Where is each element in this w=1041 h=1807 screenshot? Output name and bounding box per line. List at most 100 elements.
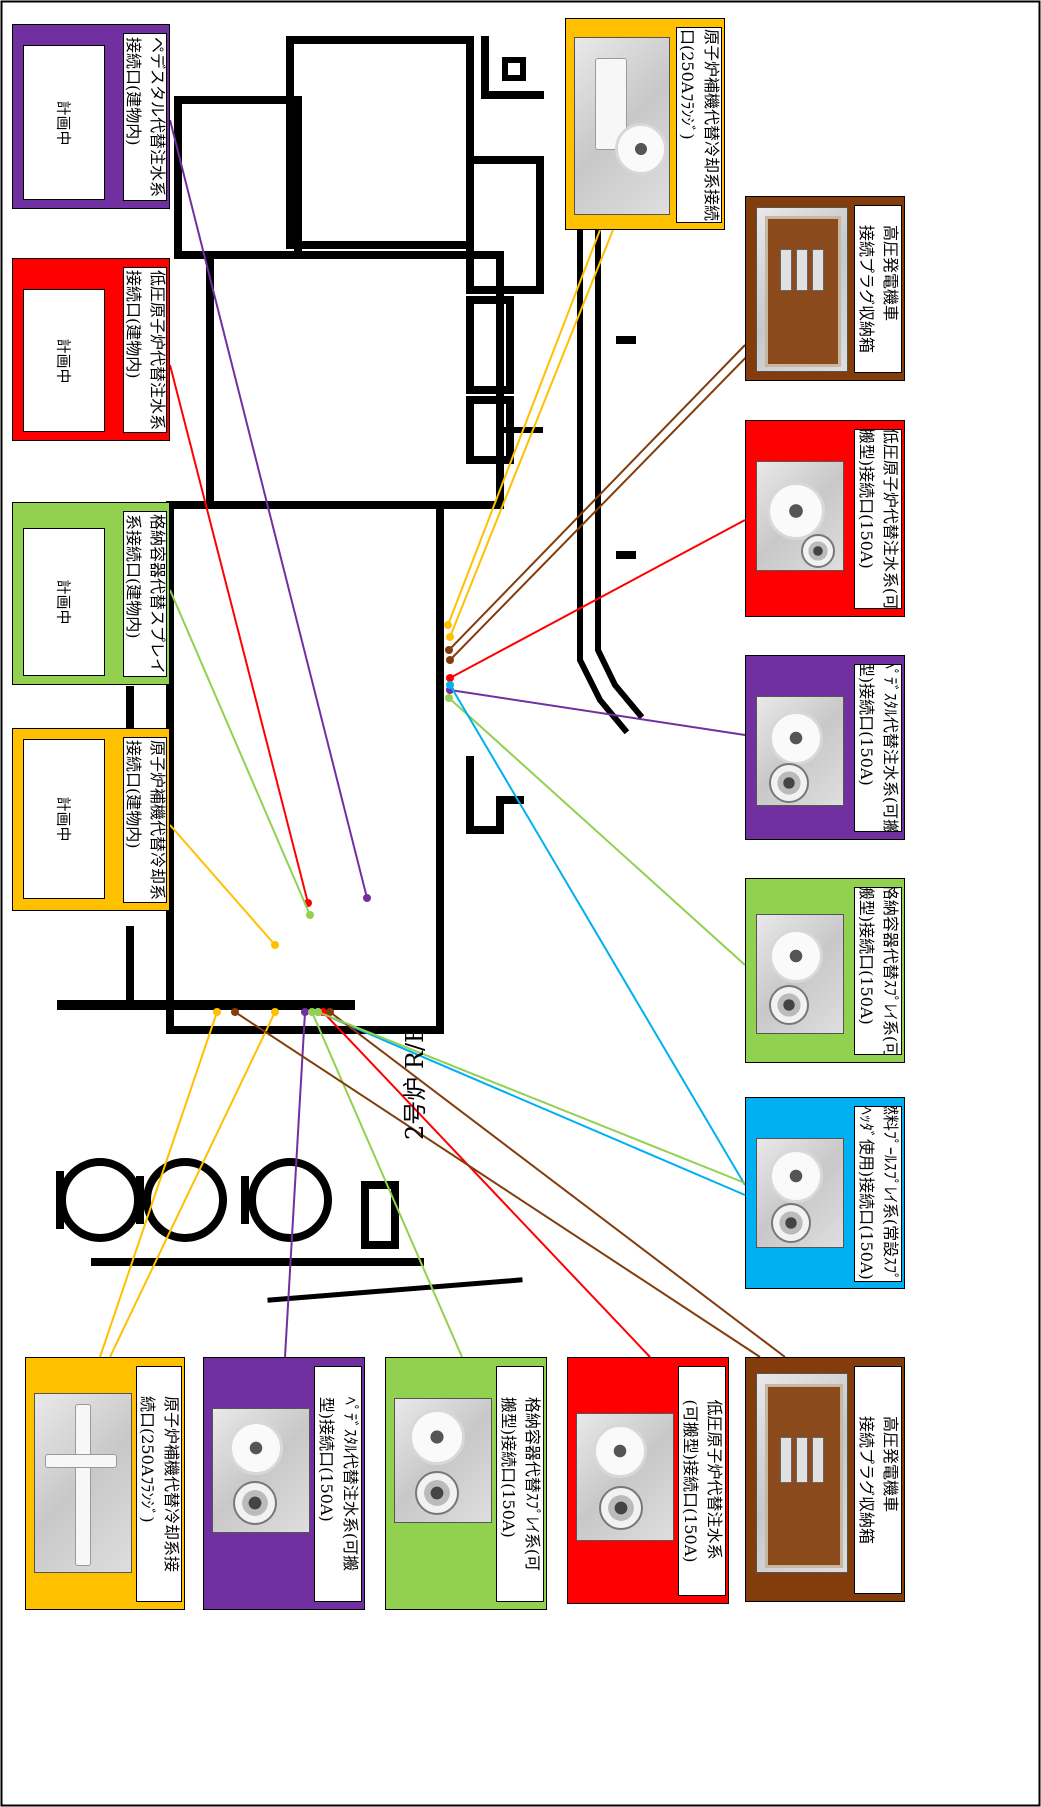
card-label-text: 燃料ﾌﾟｰﾙｽﾌﾟﾚｲ系(常設ｽﾌﾟﾚ ｲﾍｯﾀﾞ使用)接続口(150A) — [857, 1106, 900, 1282]
connector-line-top-hv-generator-box — [448, 344, 746, 651]
card-bottom-hv-generator-box: 高圧発電機車 接続プラグ収納箱 — [745, 1357, 905, 1602]
connection-point-left-containment-spray-planned — [306, 911, 314, 919]
card-bottom-pedestal-injection: ﾍﾟﾃﾞｽﾀﾙ代替注水系(可搬 型)接続口(150A) — [203, 1357, 365, 1610]
card-label-text: 原子炉補機代替冷却系接続 口(250Aﾌﾗﾝｼﾞ) — [678, 28, 721, 222]
connector-line-top-fuel-pool-spray — [449, 684, 746, 1186]
card-label-text: 低圧原子炉代替注水系 (可搬型)接続口(150A) — [681, 1399, 724, 1563]
connector-line-top-containment-spray — [317, 1011, 751, 1186]
card-label: 原子炉補機代替冷却系接 続口(250Aﾌﾗﾝｼﾞ) — [136, 1366, 182, 1602]
card-left-aux-cooling-planned: 計画中 原子炉補機代替冷却系 接続口(建物内) — [12, 728, 170, 911]
connection-point-top-hv-generator-box — [445, 646, 453, 654]
connection-point-bottom-containment-spray — [308, 1008, 316, 1016]
card-label-text: ペデスタル代替注水系 接続口(建物内) — [124, 36, 167, 198]
card-label: 高圧発電機車 接続プラグ収納箱 — [854, 205, 902, 373]
connector-line-top-fuel-pool-spray — [317, 1011, 746, 1196]
connector-line-top-low-pressure-injection — [449, 519, 746, 679]
connection-photo — [576, 1413, 674, 1541]
connection-photo — [34, 1393, 132, 1573]
connection-point-top-fuel-pool-spray — [446, 681, 454, 689]
plan-placeholder: 計画中 — [23, 289, 105, 432]
connection-photo — [756, 1138, 844, 1248]
card-label-text: 高圧発電機車 接続プラグ収納箱 — [857, 224, 900, 354]
card-top-containment-spray: 格納容器代替ｽﾌﾟﾚｲ系(可 搬型)接続口(150A) — [745, 878, 905, 1063]
card-top-aux-cooling: 原子炉補機代替冷却系接続 口(250Aﾌﾗﾝｼﾞ) — [565, 18, 725, 230]
card-label: 原子炉補機代替冷却系 接続口(建物内) — [123, 737, 167, 903]
connection-photo — [756, 461, 844, 571]
card-top-pedestal-injection: ﾍﾟﾃﾞｽﾀﾙ代替注水系(可搬 型)接続口(150A) — [745, 655, 905, 840]
connector-line-top-hv-generator-box — [449, 344, 759, 661]
card-label: 燃料ﾌﾟｰﾙｽﾌﾟﾚｲ系(常設ｽﾌﾟﾚ ｲﾍｯﾀﾞ使用)接続口(150A) — [854, 1106, 902, 1282]
connection-point-top-hv-generator-box — [446, 656, 454, 664]
connection-photo — [756, 207, 848, 372]
card-top-hv-generator-box: 高圧発電機車 接続プラグ収納箱 — [745, 196, 905, 381]
card-top-fuel-pool-spray: 燃料ﾌﾟｰﾙｽﾌﾟﾚｲ系(常設ｽﾌﾟﾚ ｲﾍｯﾀﾞ使用)接続口(150A) — [745, 1097, 905, 1289]
connector-line-top-pedestal-injection — [449, 689, 746, 736]
card-label-text: 低圧原子炉代替注水系(可 搬型)接続口(150A) — [857, 429, 900, 609]
card-left-containment-spray-planned: 計画中 格納容器代替スプレイ 系接続口(建物内) — [12, 502, 170, 685]
connection-photo — [394, 1398, 492, 1523]
connector-line-top-containment-spray — [448, 697, 746, 966]
card-label-text: 原子炉補機代替冷却系接 続口(250Aﾌﾗﾝｼﾞ) — [138, 1395, 181, 1573]
card-label: 低圧原子炉代替注水系 接続口(建物内) — [123, 267, 167, 433]
connection-point-top-pedestal-injection — [446, 633, 454, 641]
connector-line-bottom-hv-generator-box — [234, 1011, 761, 1358]
connector-line-bottom-pedestal-injection — [284, 1011, 306, 1358]
connector-line-left-containment-spray-planned — [169, 589, 311, 916]
connection-point-top-pedestal-injection — [444, 621, 452, 629]
connection-point-left-pedestal-injection-planned — [363, 894, 371, 902]
connection-point-bottom-pedestal-injection — [301, 1008, 309, 1016]
connection-point-bottom-aux-cooling — [213, 1008, 221, 1016]
connector-line-bottom-low-pressure-injection — [322, 1011, 651, 1358]
connection-photo — [756, 696, 844, 806]
connection-photo — [212, 1408, 310, 1533]
card-label-text: 格納容器代替ｽﾌﾟﾚｲ系(可 搬型)接続口(150A) — [857, 887, 900, 1055]
connection-point-top-containment-spray — [314, 1008, 322, 1016]
card-bottom-low-pressure-injection: 低圧原子炉代替注水系 (可搬型)接続口(150A) — [567, 1357, 729, 1604]
connection-photo — [574, 37, 670, 215]
card-label: ﾍﾟﾃﾞｽﾀﾙ代替注水系(可搬 型)接続口(150A) — [854, 664, 902, 832]
card-label: 格納容器代替ｽﾌﾟﾚｲ系(可 搬型)接続口(150A) — [496, 1366, 544, 1602]
connection-point-bottom-hv-generator-box — [231, 1008, 239, 1016]
connection-point-left-aux-cooling-planned — [271, 941, 279, 949]
plan-placeholder-text: 計画中 — [54, 337, 73, 384]
plan-placeholder-text: 計画中 — [54, 579, 73, 625]
card-left-low-pressure-injection-planned: 計画中 低圧原子炉代替注水系 接続口(建物内) — [12, 258, 170, 441]
card-label: 原子炉補機代替冷却系接続 口(250Aﾌﾗﾝｼﾞ) — [676, 27, 722, 223]
plan-placeholder: 計画中 — [23, 45, 105, 200]
plan-placeholder: 計画中 — [23, 739, 105, 899]
card-label: ペデスタル代替注水系 接続口(建物内) — [123, 33, 167, 201]
connector-line-left-pedestal-injection-planned — [169, 119, 368, 899]
connector-lines — [99, 119, 786, 1358]
card-bottom-aux-cooling: 原子炉補機代替冷却系接 続口(250Aﾌﾗﾝｼﾞ) — [25, 1357, 185, 1610]
connector-line-top-pedestal-injection — [447, 229, 601, 626]
card-label: 格納容器代替スプレイ 系接続口(建物内) — [123, 511, 167, 677]
card-label-text: 格納容器代替ｽﾌﾟﾚｲ系(可 搬型)接続口(150A) — [499, 1396, 542, 1572]
connection-photo — [756, 1373, 848, 1573]
connector-line-bottom-containment-spray — [311, 1011, 463, 1358]
connection-point-bottom-aux-cooling — [271, 1008, 279, 1016]
card-top-low-pressure-injection: 低圧原子炉代替注水系(可 搬型)接続口(150A) — [745, 420, 905, 617]
card-label-text: 低圧原子炉代替注水系 接続口(建物内) — [124, 269, 167, 431]
card-label-text: ﾍﾟﾃﾞｽﾀﾙ代替注水系(可搬 型)接続口(150A) — [857, 664, 900, 832]
card-label: 格納容器代替ｽﾌﾟﾚｲ系(可 搬型)接続口(150A) — [854, 887, 902, 1055]
connection-point-top-low-pressure-injection — [446, 674, 454, 682]
building-label: 2号炉 R/B — [401, 1025, 429, 1140]
card-left-pedestal-injection-planned: 計画中 ペデスタル代替注水系 接続口(建物内) — [12, 24, 170, 209]
plan-placeholder-text: 計画中 — [54, 99, 73, 146]
card-label: 低圧原子炉代替注水系(可 搬型)接続口(150A) — [854, 429, 902, 609]
card-label: ﾍﾟﾃﾞｽﾀﾙ代替注水系(可搬 型)接続口(150A) — [314, 1366, 362, 1602]
connection-point-bottom-hv-generator-box — [326, 1008, 334, 1016]
card-label: 低圧原子炉代替注水系 (可搬型)接続口(150A) — [678, 1366, 726, 1596]
plan-placeholder-text: 計画中 — [54, 796, 73, 842]
card-label-text: 原子炉補機代替冷却系 接続口(建物内) — [124, 739, 167, 901]
connector-line-bottom-aux-cooling — [109, 1011, 276, 1358]
card-label-text: 高圧発電機車 接続プラグ収納箱 — [857, 1415, 900, 1545]
connector-line-top-pedestal-injection — [449, 229, 614, 638]
connector-line-bottom-hv-generator-box — [329, 1011, 786, 1358]
connector-line-left-aux-cooling-planned — [169, 824, 276, 946]
connector-line-left-low-pressure-injection-planned — [169, 364, 309, 904]
card-bottom-containment-spray: 格納容器代替ｽﾌﾟﾚｲ系(可 搬型)接続口(150A) — [385, 1357, 547, 1610]
connection-photo — [756, 914, 844, 1034]
